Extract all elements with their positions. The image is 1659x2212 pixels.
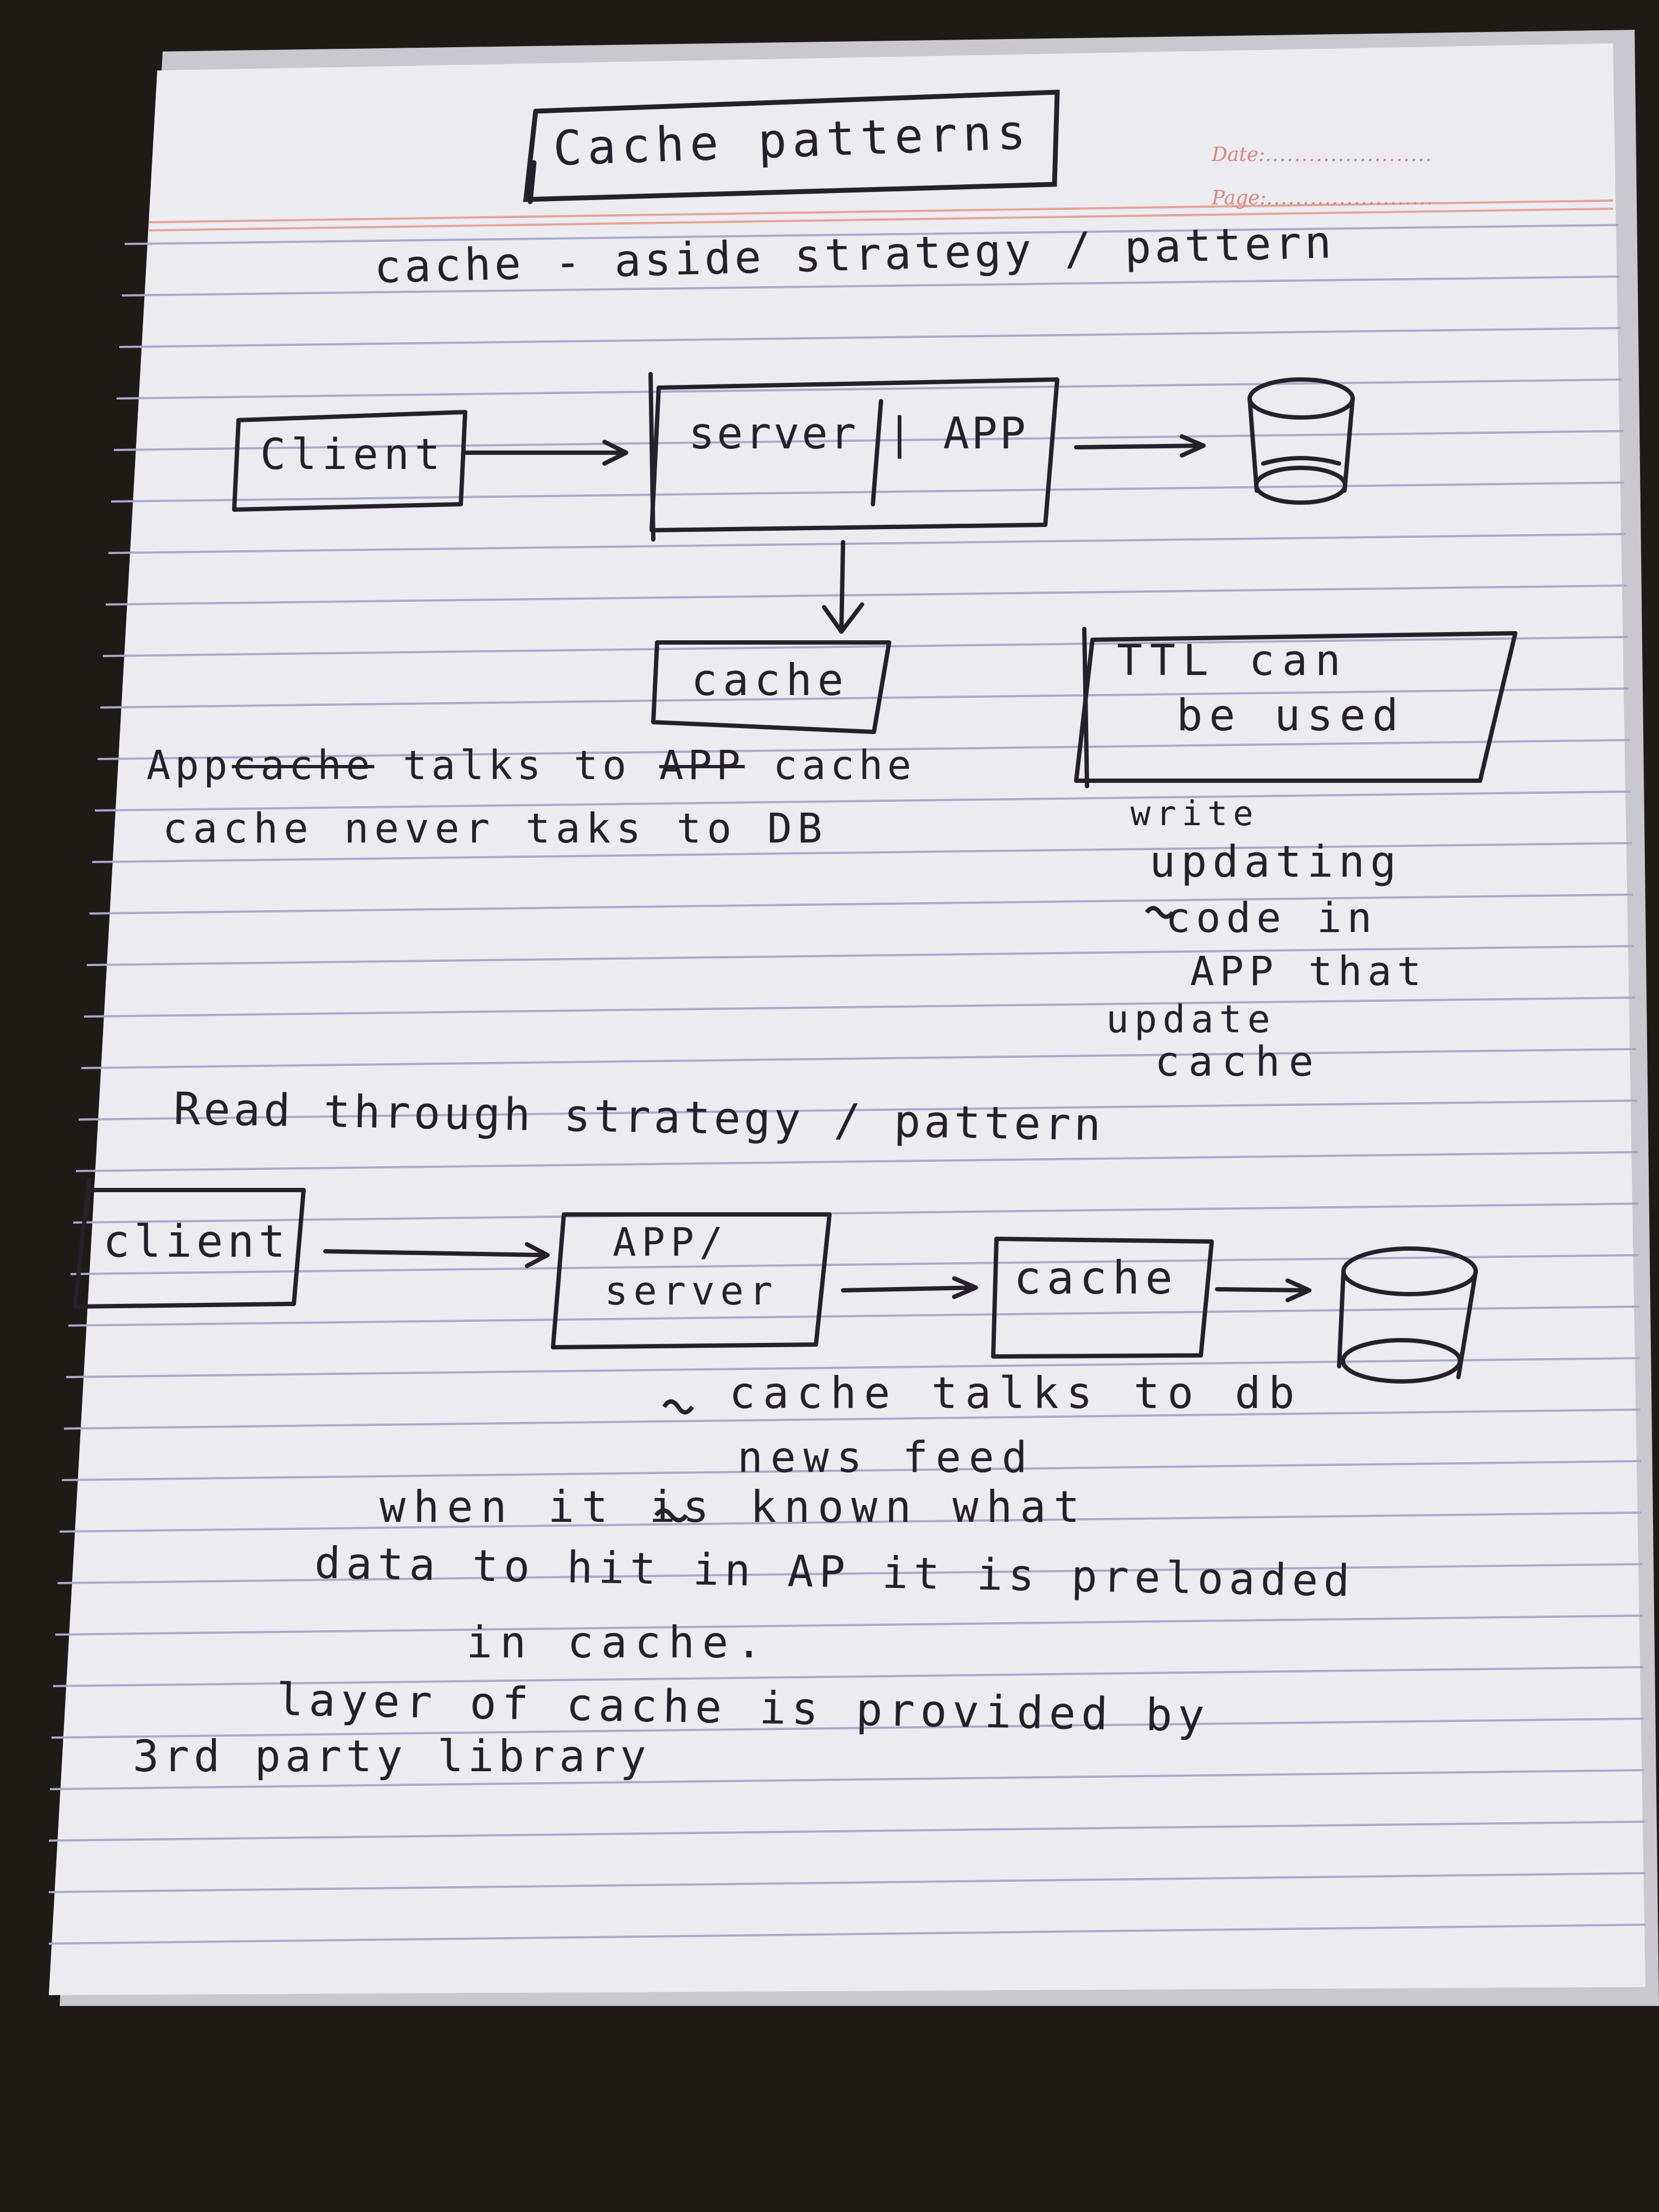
read-note-1: cache talks to db [729, 1368, 1302, 1418]
note1-suffix: cache [744, 742, 916, 789]
page-label: Page:....................... [1212, 187, 1434, 209]
date-label: Date:....................... [1212, 144, 1432, 166]
ttl-note-line1: TTL can [1117, 636, 1348, 685]
note1-struck2: APP [659, 742, 745, 789]
date-label-text: Date: [1212, 144, 1265, 166]
scribbles [654, 906, 1175, 1522]
app-label-line2: server [605, 1268, 779, 1314]
client-box [232, 410, 467, 512]
date-dots: ....................... [1265, 144, 1433, 166]
app-server-box [551, 1212, 832, 1349]
client-label: Client [260, 430, 446, 479]
cache-aside-diagram [232, 372, 1517, 788]
read-note-2: news feed [737, 1433, 1035, 1482]
write-note-6: cache [1155, 1037, 1322, 1085]
ruled-lines [48, 224, 1646, 1945]
cache-aside-note-1: Appcache talks to APP cache [146, 745, 916, 786]
arrow-server-cache [839, 540, 845, 631]
page-label-text: Page: [1212, 187, 1266, 209]
notebook-page [49, 43, 1645, 1995]
write-note-1: write [1130, 794, 1259, 833]
cache-aside-note-2: cache never taks to DB [163, 804, 828, 852]
ttl-note-line2: be used [1176, 690, 1405, 741]
title-box-outline [523, 89, 1060, 204]
arrow-cache-db [1215, 1287, 1309, 1293]
arrow-server-db [1074, 443, 1203, 449]
note1-struck: cache [232, 742, 375, 789]
read-note-7: 3rd party library [133, 1731, 651, 1782]
read-through-diagram [73, 1177, 1478, 1384]
page-dots: ....................... [1266, 187, 1434, 209]
read-note-5: in cache. [466, 1617, 770, 1668]
app-label-line1: APP/ [613, 1219, 729, 1265]
server-app-label: server | APP [689, 408, 1028, 459]
cache-label-2: cache [1014, 1251, 1178, 1304]
arrow-app-cache [841, 1285, 975, 1293]
database-cylinder-2 [1337, 1246, 1478, 1384]
write-note-2: updating [1149, 837, 1402, 887]
write-note-4: APP that [1190, 948, 1427, 995]
write-note-3: code in [1166, 893, 1378, 942]
client-box-2 [73, 1188, 306, 1309]
read-note-3: when it is known what [380, 1482, 1088, 1532]
client-label-2: client [103, 1216, 290, 1268]
ttl-box [1074, 631, 1517, 783]
header-rules [149, 200, 1613, 232]
cache-box-2 [991, 1237, 1214, 1359]
write-note-5: update [1106, 997, 1276, 1041]
cache-label-1: cache [691, 655, 849, 705]
database-cylinder-1 [1248, 377, 1355, 505]
note1-prefix: App [146, 742, 232, 789]
cache-box-1 [651, 640, 891, 734]
arrow-client-app [323, 1249, 547, 1257]
note1-mid: talks to [374, 742, 659, 789]
